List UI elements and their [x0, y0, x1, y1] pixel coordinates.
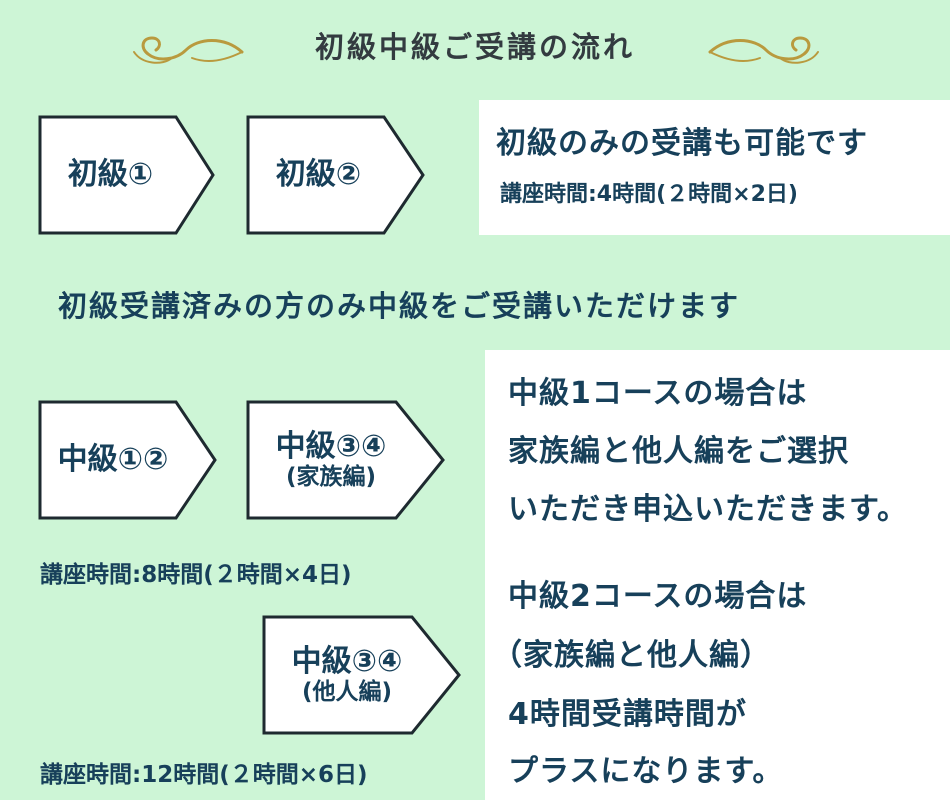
- intermediate-step-3-label: 中級③④: [291, 643, 403, 679]
- left-ornament-icon: [128, 30, 246, 72]
- intermediate-step-2-label: 中級③④: [275, 428, 387, 464]
- intermediate-info-panel: [485, 350, 950, 800]
- intermediate-step-1-label: 中級①②: [57, 442, 169, 478]
- course2-line-3: 4時間受講時間が: [508, 697, 747, 732]
- intermediate-time-1: 講座時間:8時間(２時間×4日): [40, 562, 352, 588]
- right-ornament-icon: [706, 30, 824, 72]
- page-title: 初級中級ご受講の流れ: [314, 30, 635, 64]
- beginner-info-time: 講座時間:4時間(２時間×2日): [500, 182, 798, 207]
- course1-line-2: 家族編と他人編をご選択: [508, 434, 849, 469]
- intermediate-time-2: 講座時間:12時間(２時間×6日): [40, 762, 368, 788]
- course1-line-3: いただき申込いただきます。: [508, 492, 908, 527]
- beginner-info-title: 初級のみの受講も可能です: [496, 126, 868, 161]
- beginner-step-1-label: 初級①: [67, 157, 154, 193]
- beginner-info-box: [479, 100, 950, 235]
- beginner-step-1-arrow: 初級①: [38, 115, 216, 235]
- course2-line-1: 中級2コースの場合は: [508, 579, 808, 614]
- intermediate-step-2-sublabel: (家族編): [285, 464, 377, 491]
- beginner-step-2-label: 初級②: [275, 157, 362, 193]
- course2-line-2: （家族編と他人編）: [492, 638, 771, 673]
- intermediate-step-1-arrow: 中級①②: [38, 400, 218, 520]
- intermediate-step-3-arrow: 中級③④ (他人編): [262, 615, 462, 735]
- intermediate-step-3-sublabel: (他人編): [301, 679, 393, 706]
- prerequisite-notice: 初級受講済みの方のみ中級をご受講いただけます: [58, 289, 741, 323]
- course2-line-4: プラスになります。: [508, 754, 784, 789]
- beginner-step-2-arrow: 初級②: [246, 115, 426, 235]
- intermediate-step-2-arrow: 中級③④ (家族編): [246, 400, 446, 520]
- course1-line-1: 中級1コースの場合は: [508, 376, 808, 411]
